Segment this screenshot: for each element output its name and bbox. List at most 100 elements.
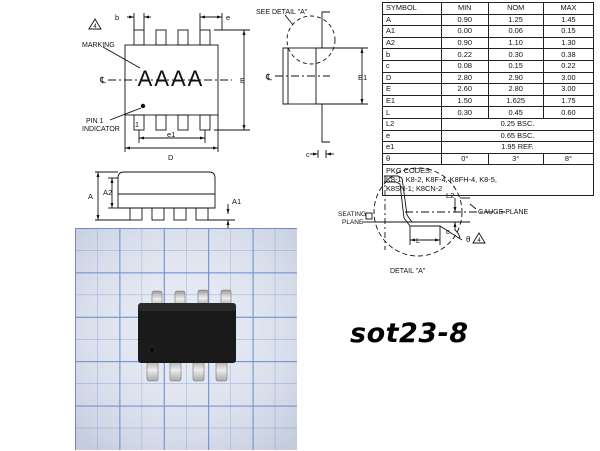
- marking-triangle-number: 4: [93, 24, 97, 30]
- table-value-cell: 0.15: [487, 59, 544, 73]
- pin1-indicator-label: INDICATOR: [82, 126, 120, 133]
- dim-c-label: c: [306, 150, 310, 159]
- table-value-cell: 0.65 BSC.: [441, 129, 594, 143]
- pin1-dot: [148, 346, 156, 354]
- pkg-codes-row: PKG CODES:K8-1, K8-2, K8F-4, K8FH-4, K8-…: [382, 164, 594, 197]
- pin1-label: PIN 1: [86, 118, 104, 125]
- table-value-cell: 3.00: [542, 83, 595, 96]
- table-value-cell: 0.60: [542, 106, 595, 119]
- table-symbol-cell: b: [382, 48, 442, 61]
- table-value-cell: 2.90: [487, 71, 544, 85]
- table-value-cell: 0.45: [487, 106, 544, 119]
- table-value-cell: 0.08: [441, 59, 489, 73]
- table-value-cell: 1.45: [542, 13, 595, 27]
- dim-L-label: L: [416, 236, 420, 245]
- pkg-codes-line: K8-1, K8-2, K8F-4, K8FH-4, K8-5,: [386, 175, 497, 185]
- top-view-drawing: 4 MARKING PIN 1 INDICATOR AAAA b e E e1 …: [82, 13, 250, 162]
- side-centerline-symbol: ℄: [265, 72, 272, 82]
- detail-a-drawing: 4 L2 GAUGE PLANE SEATING PLANE L c θ DET…: [338, 167, 529, 275]
- table-value-cell: 0.22: [542, 59, 595, 73]
- table-symbol-cell: e1: [382, 141, 442, 154]
- table-header-cell: MAX: [542, 2, 595, 15]
- dim-E-label: E: [240, 76, 245, 85]
- gauge-plane-label: GAUGE PLANE: [478, 209, 529, 216]
- table-symbol-cell: A2: [382, 36, 442, 50]
- dim-D-label: D: [168, 153, 174, 162]
- side-view-drawing: SEE DETAIL "A" E1 c ℄: [256, 9, 368, 159]
- table-value-cell: 0.15: [542, 25, 595, 38]
- table-value-cell: 2.80: [441, 71, 489, 85]
- table-value-cell: 0.06: [487, 25, 544, 38]
- table-value-cell: 1.95 REF.: [441, 141, 594, 154]
- table-value-cell: 2.80: [487, 83, 544, 96]
- table-value-cell: 0.90: [441, 13, 489, 27]
- see-detail-label: SEE DETAIL "A": [256, 9, 308, 16]
- table-value-cell: 0.25 BSC.: [441, 117, 594, 131]
- dim-b-label: b: [115, 13, 119, 22]
- dim-A1-label: A1: [232, 197, 241, 206]
- table-symbol-cell: D: [382, 71, 442, 85]
- table-value-cell: 1.50: [441, 94, 489, 108]
- pkg-codes-line: K8SN-1; K8CN-2: [386, 184, 443, 194]
- table-value-cell: 1.10: [487, 36, 544, 50]
- table-value-cell: 0.90: [441, 36, 489, 50]
- dim-A-label: A: [88, 192, 93, 201]
- dim-c-detail-label: c: [446, 227, 450, 236]
- table-symbol-cell: L2: [382, 117, 442, 131]
- table-value-cell: 0.30: [487, 48, 544, 61]
- dim-A2-label: A2: [103, 188, 112, 197]
- table-value-cell: 1.25: [487, 13, 544, 27]
- chip-photo: [75, 228, 297, 450]
- table-symbol-cell: c: [382, 59, 442, 73]
- dim-e1-label: e1: [167, 130, 175, 139]
- table-value-cell: 3.00: [542, 71, 595, 85]
- marking-label: MARKING: [82, 42, 115, 49]
- photo-caption: sot23-8: [350, 318, 469, 349]
- pin1-number: 1: [135, 122, 139, 129]
- table-symbol-cell: E1: [382, 94, 442, 108]
- pkg-codes-cell: PKG CODES:K8-1, K8-2, K8F-4, K8FH-4, K8-…: [382, 164, 594, 197]
- detail-a-title: DETAIL "A": [390, 268, 426, 275]
- dim-e-label: e: [226, 13, 230, 22]
- table-symbol-cell: e: [382, 129, 442, 143]
- table-value-cell: 0.00: [441, 25, 489, 38]
- table-symbol-cell: A: [382, 13, 442, 27]
- table-header-cell: MIN: [441, 2, 489, 15]
- table-value-cell: 0.30: [441, 106, 489, 119]
- dim-theta-label: θ: [466, 235, 471, 244]
- seating-plane-label-2: PLANE: [342, 219, 364, 226]
- table-symbol-cell: E: [382, 83, 442, 96]
- dim-E1-label: E1: [358, 73, 367, 82]
- pkg-codes-line: PKG CODES:: [386, 166, 432, 176]
- seating-plane-label: SEATING: [338, 211, 366, 218]
- table-value-cell: 1.625: [487, 94, 544, 108]
- table-value-cell: 0.22: [441, 48, 489, 61]
- table-symbol-cell: L: [382, 106, 442, 119]
- detail-triangle-number: 4: [477, 238, 481, 244]
- table-header-cell: SYMBOL: [382, 2, 442, 15]
- centerline-symbol: ℄: [99, 75, 106, 85]
- table-header-cell: NOM: [487, 2, 544, 15]
- marking-text: AAAA: [138, 66, 205, 91]
- front-view-drawing: A A2 A1: [88, 171, 241, 228]
- table-symbol-cell: A1: [382, 25, 442, 38]
- chip-body: [138, 303, 236, 363]
- table-value-cell: 1.75: [542, 94, 595, 108]
- dim-L2-label: L2: [446, 191, 454, 200]
- table-value-cell: 2.60: [441, 83, 489, 96]
